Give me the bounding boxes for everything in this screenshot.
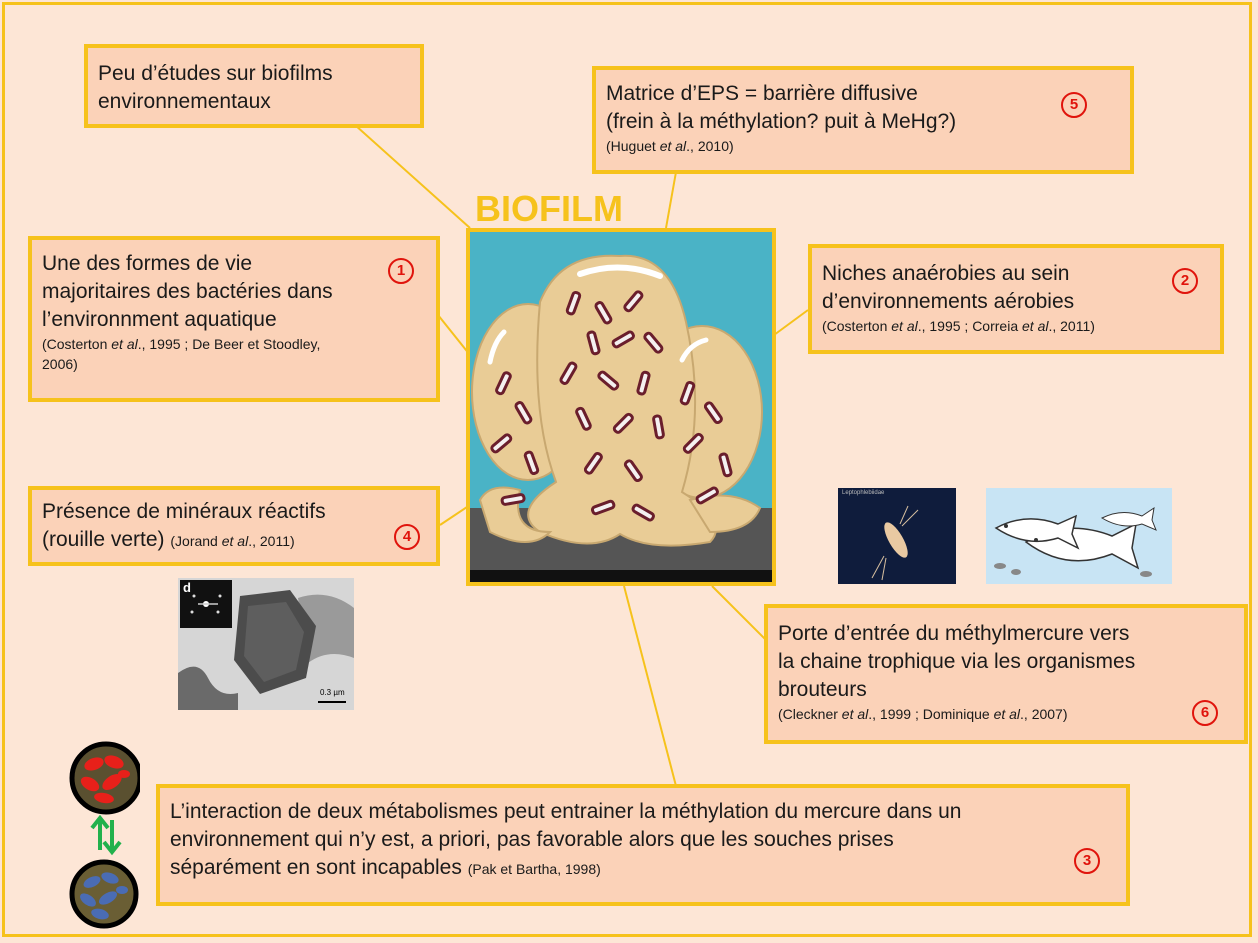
box-few-studies-line2: environnementaux [98,88,410,116]
blue-cell-icon [72,862,136,926]
box-eps-line1: Matrice d’EPS = barrière diffusive [606,80,1120,108]
red-cell-icon [72,744,140,812]
insect-drawing [838,488,956,584]
box-trophic-line3: brouteurs [778,676,1234,704]
box-few-studies-line1: Peu d’études sur biofilms [98,60,410,88]
number-2-icon: 2 [1172,268,1198,294]
box-metabolism-interaction: L’interaction de deux métabolismes peut … [156,784,1130,906]
number-6-icon: 6 [1192,700,1218,726]
box-life-forms-line2: majoritaires des bactéries dans [42,278,426,306]
connector-niches [774,310,808,335]
connector-porte [712,586,768,642]
box-minerals-line2: (rouille verte) (Jorand et al., 2011) [42,526,426,554]
micrograph-image: d 0.3 µm [178,578,354,710]
box-interaction-line2: environnement qui n’y est, a priori, pas… [170,826,1116,854]
box-trophic-line2: la chaine trophique via les organismes [778,648,1234,676]
box-niches-line2: d’environnements aérobies [822,288,1210,316]
micrograph-scale-label: 0.3 µm [320,688,345,697]
box-trophic-entry: Porte d’entrée du méthylmercure vers la … [764,604,1248,744]
number-5-icon: 5 [1061,92,1087,118]
micrograph-panel-letter: d [183,580,191,595]
box-niches-reference: (Costerton et al., 1995 ; Correia et al.… [822,316,1210,336]
exchange-arrows-icon [92,818,120,852]
fish-illustration [986,488,1172,584]
connector-eps [666,172,676,228]
page-title: BIOFILM [475,188,623,230]
box-reactive-minerals: Présence de minéraux réactifs (rouille v… [28,486,440,566]
number-3-icon: 3 [1074,848,1100,874]
biofilm-illustration [466,228,776,586]
box-eps-reference: (Huguet et al., 2010) [606,136,1120,156]
box-eps-matrix: Matrice d’EPS = barrière diffusive (frei… [592,66,1134,174]
connector-etudes [355,125,470,228]
box-anaerobic-niches: Niches anaérobies au sein d’environnemen… [808,244,1224,354]
insect-larva-photo: Leptophlebiidae [838,488,956,584]
box-niches-line1: Niches anaérobies au sein [822,260,1210,288]
biofilm-drawing [470,232,772,582]
box-life-forms-reference: (Costerton et al., 1995 ; De Beer et Sto… [42,334,426,374]
box-trophic-reference: (Cleckner et al., 1999 ; Dominique et al… [778,704,1234,724]
box-life-forms-line1: Une des formes de vie [42,250,426,278]
box-life-forms-line3: l’environnment aquatique [42,306,426,334]
box-minerals-line1: Présence de minéraux réactifs [42,498,426,526]
connector-interaction [624,586,676,786]
box-interaction-line1: L’interaction de deux métabolismes peut … [170,798,1116,826]
box-interaction-line3: séparément en sont incapables (Pak et Ba… [170,854,1116,882]
bacteria-exchange-illustration [68,738,140,934]
fish-drawing [986,488,1172,584]
number-4-icon: 4 [394,524,420,550]
insect-label: Leptophlebiidae [842,490,884,496]
box-few-studies: Peu d’études sur biofilms environnementa… [84,44,424,128]
box-life-forms: Une des formes de vie majoritaires des b… [28,236,440,402]
box-trophic-line1: Porte d’entrée du méthylmercure vers [778,620,1234,648]
box-eps-line2: (frein à la méthylation? puit à MeHg?) [606,108,1120,136]
number-1-icon: 1 [388,258,414,284]
